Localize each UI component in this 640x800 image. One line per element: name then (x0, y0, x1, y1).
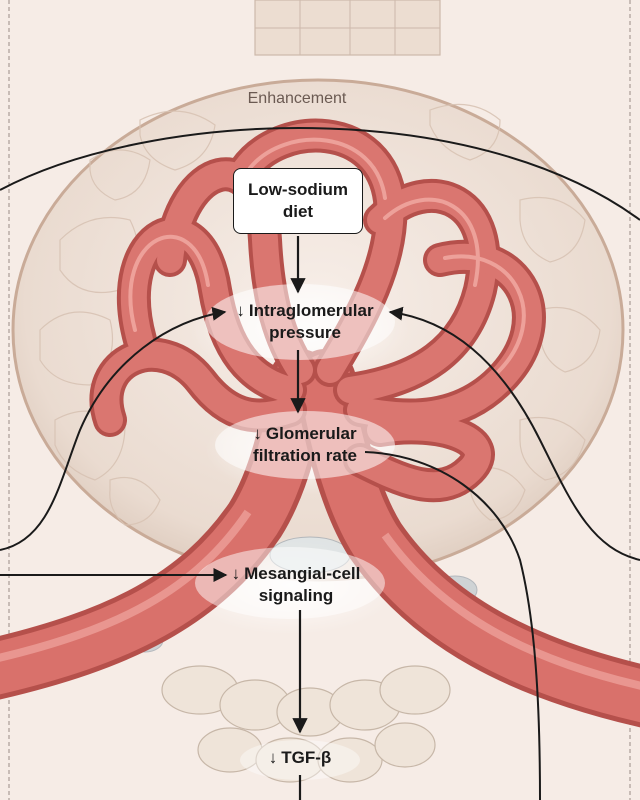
low-sodium-diet-box: Low-sodium diet (233, 168, 363, 234)
low-sodium-line2: diet (282, 202, 314, 221)
down-arrow-icon: ↓ (236, 301, 245, 320)
gfr-label: ↓Glomerular filtration rate (253, 424, 357, 465)
down-arrow-icon: ↓ (231, 564, 241, 583)
enhancement-arc (0, 127, 640, 221)
low-sodium-line1: Low-sodium (247, 180, 349, 199)
enhancement-label: Enhancement (247, 90, 347, 107)
tubule (254, 0, 441, 56)
intraglomerular-pressure-label: ↓Intraglomerular pressure (236, 301, 374, 342)
gfr-outflow-curve (364, 451, 541, 800)
mesangial-cell-signaling-label: ↓Mesangial-cell signaling (231, 564, 361, 605)
juxtaglomerular-cells (161, 665, 451, 783)
tgf-beta-label: ↓TGF-β (268, 748, 332, 767)
capillary-tuft (89, 118, 546, 503)
down-arrow-icon: ↓ (253, 424, 262, 443)
down-arrow-icon: ↓ (268, 748, 278, 767)
right-side-curve (388, 306, 640, 561)
left-side-curve (0, 306, 227, 551)
